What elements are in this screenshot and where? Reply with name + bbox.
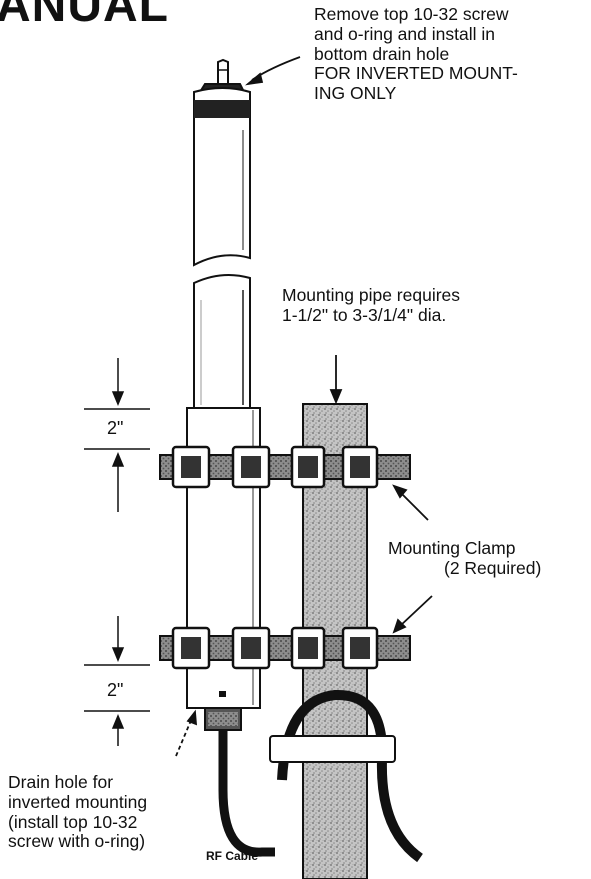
drain-hole-note: Drain hole for inverted mounting (instal… — [8, 772, 148, 852]
mounting-clamp-note: Mounting Clamp (2 Required) — [388, 538, 542, 579]
pipe-requirement-line: 1-1/2" to 3-3/1/4" dia. — [282, 304, 447, 325]
drain-hole-line: screw with o-ring) — [8, 831, 146, 852]
drain-hole-line: Drain hole for — [8, 772, 114, 792]
inverted-mount-note-line: FOR INVERTED MOUNT- — [314, 63, 518, 84]
dimension-bottom-label: 2" — [107, 680, 124, 700]
lower-mounting-clamp — [159, 626, 411, 670]
rf-cable — [218, 689, 424, 863]
inverted-mount-note-line: ING ONLY — [314, 83, 397, 104]
mounting-clamp-line: Mounting Clamp — [388, 538, 516, 558]
antenna-upper-tube — [193, 118, 251, 267]
dimension-marks — [84, 358, 150, 746]
rf-cable-label: RF Cable — [206, 849, 259, 863]
antenna-lower-tube — [193, 273, 251, 409]
drain-hole — [219, 691, 226, 697]
top-screw-note-line: and o-ring and install in — [314, 23, 495, 44]
mounting-clamp-line: (2 Required) — [444, 557, 542, 578]
header-title: ANUAL — [0, 0, 169, 32]
pipe-requirement-line: Mounting pipe requires — [282, 285, 461, 305]
top-screw-note: Remove top 10-32 screw and o-ring and in… — [314, 4, 518, 104]
cable-strap — [269, 735, 396, 763]
antenna-cap — [193, 58, 251, 119]
dimension-top-label: 2" — [107, 418, 124, 438]
drain-hole-line: inverted mounting — [8, 791, 148, 812]
pipe-requirement-note: Mounting pipe requires 1-1/2" to 3-3/1/4… — [282, 285, 461, 326]
upper-mounting-clamp — [159, 445, 411, 489]
pointer-arrows — [175, 56, 433, 757]
drain-hole-line: (install top 10-32 — [8, 811, 138, 832]
top-screw-note-line: Remove top 10-32 screw — [314, 4, 509, 24]
top-screw-note-line: bottom drain hole — [314, 43, 450, 64]
